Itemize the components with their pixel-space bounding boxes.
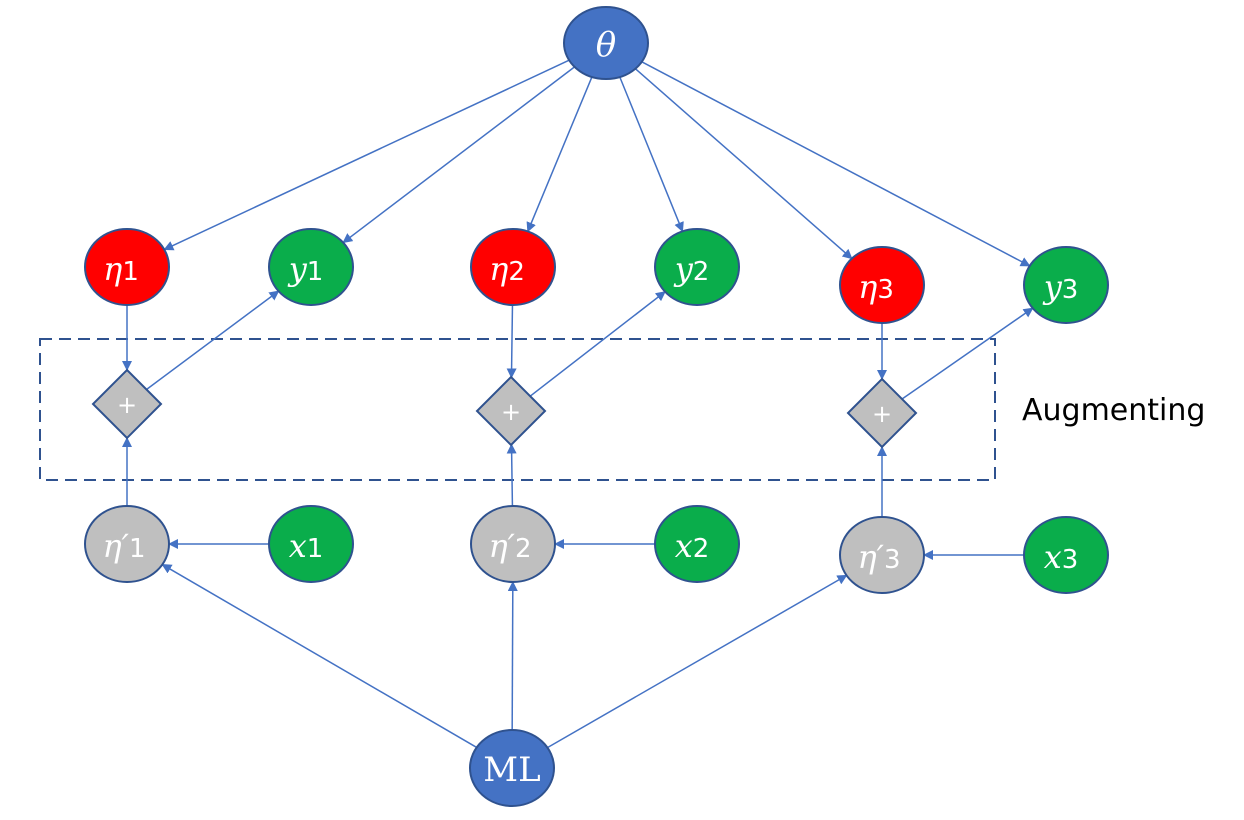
node-ml: ML [469, 729, 555, 807]
eta-1-subscript: 1 [122, 257, 139, 287]
edge-plus2-to-y2 [529, 291, 666, 397]
edge-theta-to-y2 [619, 76, 684, 233]
svg-text:x1: x1 [289, 527, 324, 565]
svg-text:η′2: η′2 [489, 527, 532, 565]
eta-prime-1-symbol: η′ [103, 527, 130, 565]
svg-text:η′1: η′1 [103, 527, 146, 565]
edge-etaprime2-to-plus2 [506, 443, 517, 507]
y-3-subscript: 3 [1062, 275, 1079, 305]
eta-1-symbol: η [103, 250, 122, 288]
y-2-symbol: y [673, 250, 694, 288]
node-eta-prime-2: η′2 [470, 505, 556, 583]
svg-text:y3: y3 [1042, 268, 1079, 306]
node-eta-3: η3 [839, 246, 925, 324]
node-eta-prime-1: η′1 [84, 505, 170, 583]
node-x-2: x2 [654, 505, 740, 583]
node-eta-2: η2 [470, 228, 556, 306]
y-1-symbol: y [287, 250, 308, 288]
eta-2-symbol: η [489, 250, 508, 288]
edge-theta-to-eta3 [634, 68, 853, 260]
node-eta-prime-3: η′3 [839, 516, 925, 594]
node-theta: θ [563, 6, 649, 80]
theta-label: θ [596, 25, 616, 65]
eta-3-symbol: η [858, 268, 877, 306]
svg-text:y1: y1 [287, 250, 324, 288]
edge-theta-to-y1 [342, 66, 576, 244]
svg-text:y2: y2 [673, 250, 710, 288]
edge-theta-to-eta2 [526, 76, 593, 233]
x-3-symbol: x [1044, 538, 1062, 576]
x-3-subscript: 3 [1062, 545, 1079, 575]
edge-eta2-to-plus2 [506, 304, 517, 379]
eta-2-subscript: 2 [508, 257, 525, 287]
svg-text:η1: η1 [103, 250, 139, 288]
node-x-3: x3 [1023, 516, 1109, 594]
plus-operator-3: + [846, 377, 918, 449]
edge-theta-to-eta1 [163, 59, 570, 251]
eta-prime-3-subscript: 3 [884, 545, 901, 575]
edge-ml-to-etaprime3 [547, 574, 848, 749]
eta-3-subscript: 3 [877, 275, 894, 305]
eta-prime-1-subscript: 1 [129, 534, 146, 564]
eta-prime-3-symbol: η′ [858, 538, 885, 576]
y-2-subscript: 2 [693, 257, 710, 287]
node-y-1: y1 [268, 228, 354, 306]
augmenting-group-box [39, 338, 996, 481]
x-2-symbol: x [675, 527, 693, 565]
edges-layer [122, 59, 1034, 749]
edge-ml-to-etaprime1 [161, 563, 478, 749]
x-1-subscript: 1 [307, 534, 324, 564]
eta-prime-2-subscript: 2 [515, 534, 532, 564]
edge-theta-to-y3 [641, 61, 1031, 267]
plus-operator-2: + [475, 375, 547, 447]
edge-plus3-to-y3 [901, 307, 1034, 400]
svg-text:η2: η2 [489, 250, 525, 288]
node-y-3: y3 [1023, 246, 1109, 324]
y-3-symbol: y [1042, 268, 1063, 306]
svg-text:x3: x3 [1044, 538, 1079, 576]
edge-ml-to-etaprime2 [507, 580, 518, 731]
x-2-subscript: 2 [693, 534, 710, 564]
svg-text:η3: η3 [858, 268, 894, 306]
eta-prime-2-symbol: η′ [489, 527, 516, 565]
node-x-1: x1 [268, 505, 354, 583]
svg-text:x2: x2 [675, 527, 710, 565]
node-eta-1: η1 [84, 228, 170, 306]
y-1-subscript: 1 [307, 257, 324, 287]
plus-2-symbol: + [501, 398, 521, 426]
x-1-symbol: x [289, 527, 307, 565]
edge-plus1-to-y1 [146, 290, 280, 391]
ml-label: ML [483, 750, 540, 790]
plus-1-symbol: + [117, 391, 137, 419]
plus-3-symbol: + [872, 400, 892, 428]
svg-text:η′3: η′3 [858, 538, 901, 576]
plus-operator-1: + [91, 368, 163, 440]
augmenting-label: Augmenting [1022, 393, 1205, 428]
node-y-2: y2 [654, 228, 740, 306]
